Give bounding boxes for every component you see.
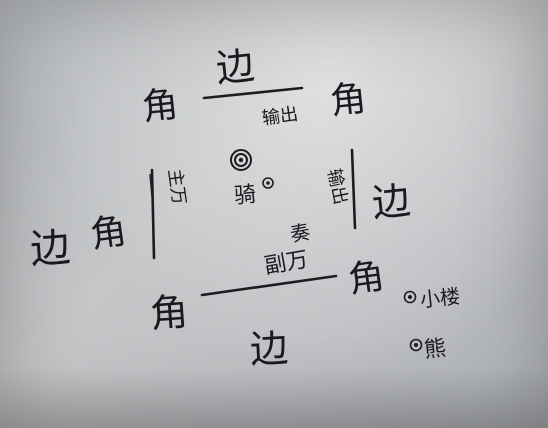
center-marker-icon (262, 177, 274, 189)
center-rider-label: 骑 (233, 182, 258, 209)
spiral-symbol (230, 149, 252, 171)
corner-left-inner-label: 角 (88, 211, 129, 257)
left-tick (149, 173, 153, 197)
edge-left-label: 边 (29, 225, 72, 274)
corner-top-left-label: 角 (140, 84, 180, 129)
right-line (350, 148, 357, 230)
left-line (150, 168, 156, 260)
left-main-label: 主万 (164, 168, 190, 207)
top-line (202, 86, 304, 100)
bottom-line (200, 274, 338, 297)
bottom-assist-mark: 奏 (288, 219, 312, 246)
corner-bottom-right-label: 角 (346, 256, 387, 302)
legend-item-1-label: 小楼 (419, 284, 461, 312)
legend-marker-1-icon (403, 290, 417, 304)
edge-right-label: 边 (370, 178, 412, 226)
legend-marker-2-icon (409, 338, 423, 352)
edge-top-label: 边 (214, 43, 256, 91)
edge-bottom-label: 边 (249, 326, 289, 372)
legend-item-2-label: 熊 (423, 336, 448, 363)
corner-bottom-left-label: 角 (149, 290, 190, 337)
top-output-label: 输出 (261, 104, 300, 130)
corner-top-right-label: 角 (328, 78, 368, 123)
bottom-assist-label: 副万 (262, 247, 310, 279)
right-output-label: 输出 (323, 167, 351, 207)
